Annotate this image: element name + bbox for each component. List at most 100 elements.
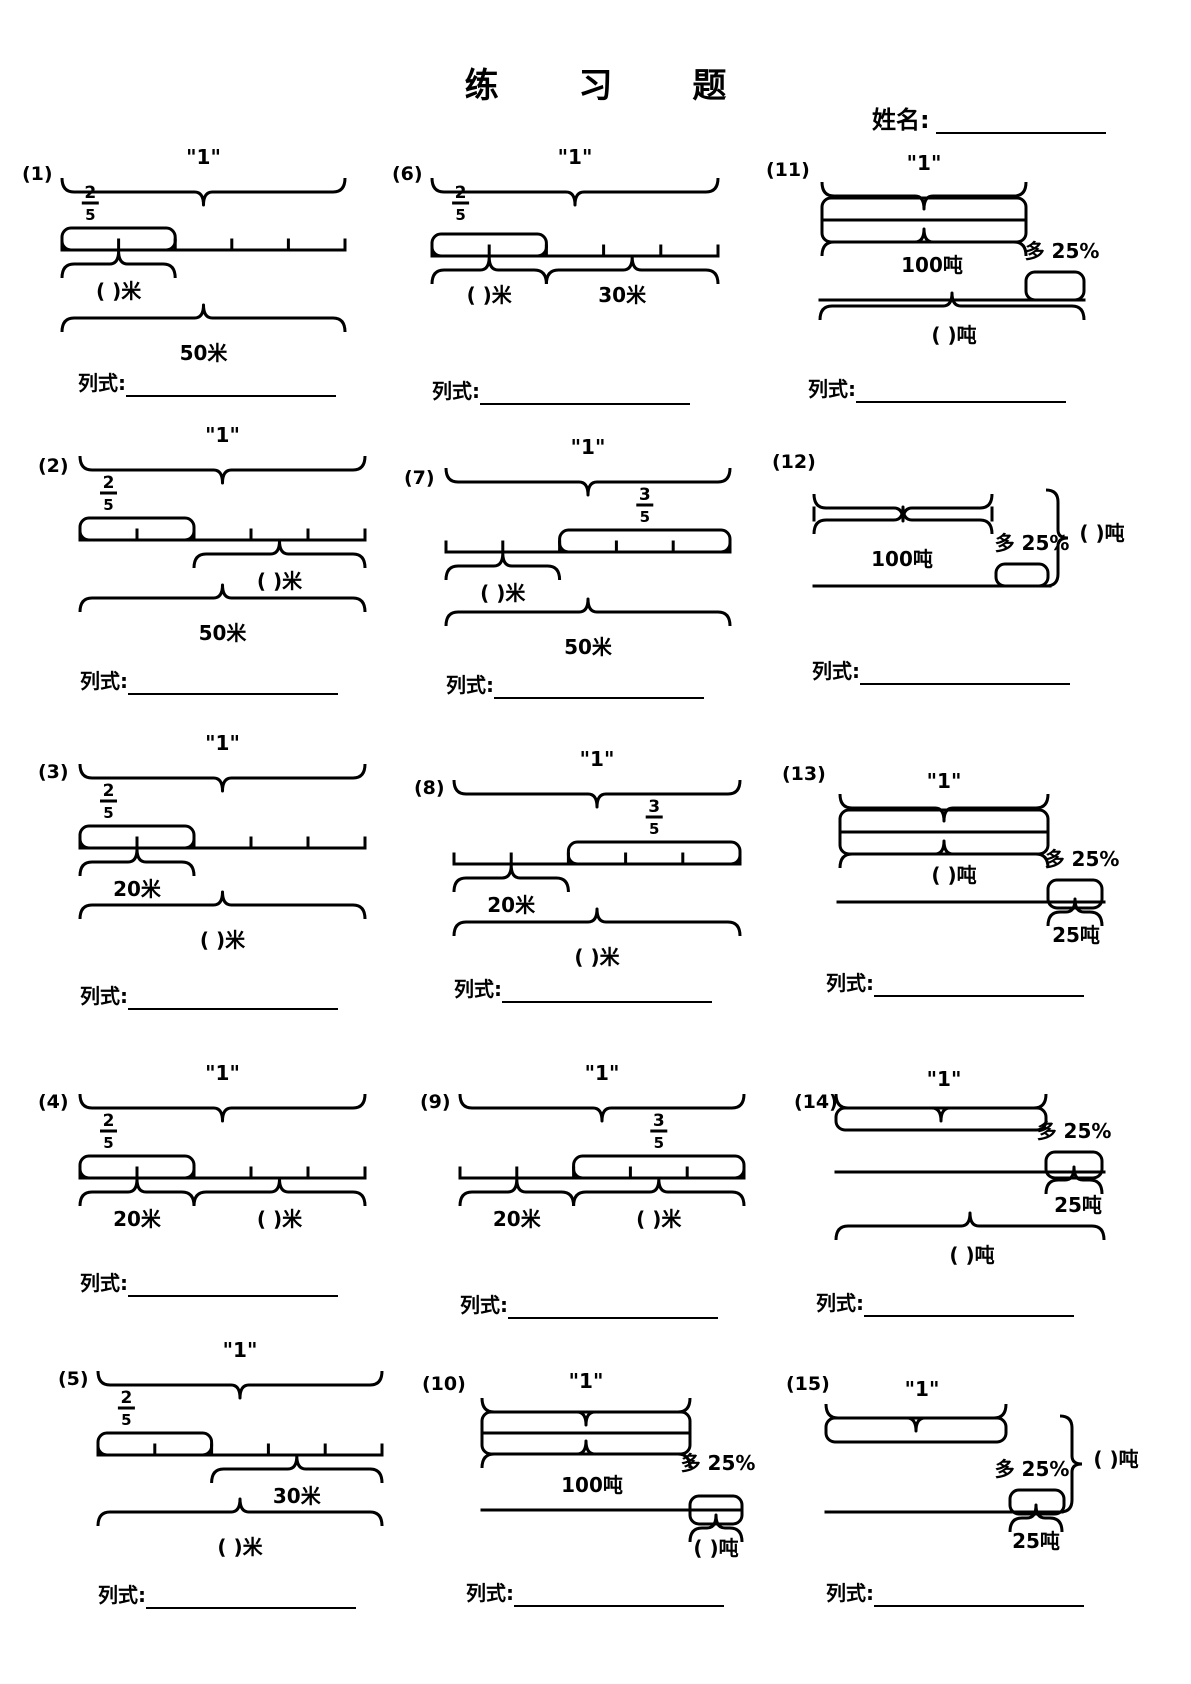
base-brace — [812, 505, 994, 535]
part-label: 20米 — [113, 1207, 162, 1231]
unit-one-label: "1" — [569, 1369, 604, 1393]
part-label: ( )米 — [467, 283, 513, 307]
base-label: 100吨 — [871, 547, 933, 571]
more-segment-box — [994, 562, 1050, 588]
unit-one-label: "1" — [585, 1061, 620, 1085]
fraction-two-fifths-denominator: 5 — [85, 206, 95, 224]
extra-brace — [1046, 897, 1104, 927]
three-fifths-segment-box — [572, 1154, 746, 1180]
whole-brace — [838, 793, 1050, 823]
whole-brace — [452, 779, 742, 809]
name-input-line[interactable] — [936, 132, 1106, 134]
total-vertical-brace — [1059, 1414, 1083, 1514]
problem-number: (6) — [392, 163, 423, 185]
whole-brace — [820, 181, 1028, 211]
formula-label: 列式: — [80, 1271, 128, 1295]
whole-brace — [444, 467, 732, 497]
fraction-two-fifths-denominator: 5 — [121, 1411, 131, 1429]
problem-number: (4) — [38, 1091, 69, 1113]
answer-label: ( )吨 — [1079, 521, 1124, 545]
whole-brace — [78, 763, 367, 793]
fraction-three-fifths-denominator: 5 — [654, 1134, 664, 1152]
problem-number: (8) — [414, 777, 445, 799]
answer-label: ( )吨 — [693, 1536, 738, 1560]
fraction-three-fifths-denominator: 5 — [649, 820, 659, 838]
formula-label: 列式: — [826, 971, 874, 995]
formula-label: 列式: — [812, 659, 860, 683]
fraction-three-fifths-denominator: 5 — [640, 508, 650, 526]
formula-label: 列式: — [80, 984, 128, 1008]
problem-number: (12) — [772, 451, 816, 473]
answer-label: ( )吨 — [1093, 1447, 1138, 1471]
fraction-two-fifths-numerator: 2 — [84, 183, 96, 203]
total-label: ( )米 — [574, 945, 620, 969]
part-label: ( )米 — [96, 279, 142, 303]
total-label: 50米 — [199, 621, 248, 645]
problem-number: (11) — [766, 159, 810, 181]
whole-brace — [78, 1093, 367, 1123]
fraction-two-fifths-numerator: 2 — [103, 781, 115, 801]
fraction-two-fifths-numerator: 2 — [455, 183, 467, 203]
rest-label: ( )米 — [257, 1207, 303, 1231]
problem-number: (13) — [782, 763, 826, 785]
formula-label: 列式: — [466, 1581, 514, 1605]
total-label: ( )米 — [217, 1535, 263, 1559]
extra-label: 25吨 — [1054, 1193, 1102, 1217]
unit-one-label: "1" — [905, 1377, 940, 1401]
part-brace — [78, 1177, 196, 1207]
total-brace — [78, 583, 367, 613]
rest-brace — [572, 1177, 746, 1207]
more-label: 多 25% — [681, 1451, 756, 1475]
part-brace — [78, 847, 196, 877]
more-label: 多 25% — [995, 1457, 1070, 1481]
whole-brace — [96, 1370, 384, 1400]
answer-label: ( )吨 — [949, 1243, 994, 1267]
total-brace — [818, 291, 1086, 321]
unit-one-label: "1" — [205, 423, 240, 447]
unit-one-label: "1" — [927, 1067, 962, 1091]
formula-label: 列式: — [446, 673, 494, 697]
rest-brace — [192, 1177, 367, 1207]
base-label: 100吨 — [561, 1473, 623, 1497]
base-brace-top — [812, 493, 994, 523]
total-brace — [96, 1497, 384, 1527]
extra-brace — [1044, 1165, 1104, 1195]
unit-one-label: "1" — [186, 145, 221, 169]
total-vertical-brace — [1045, 488, 1069, 588]
answer-label: ( )吨 — [931, 323, 976, 347]
part-label: 20米 — [493, 1207, 542, 1231]
more-label: 多 25% — [1025, 239, 1100, 263]
part-brace — [60, 249, 177, 279]
base-brace — [820, 227, 1028, 257]
fraction-two-fifths-denominator: 5 — [455, 206, 465, 224]
fraction-two-fifths-denominator: 5 — [103, 1134, 113, 1152]
problem-number: (5) — [58, 1368, 89, 1390]
total-label: 50米 — [564, 635, 613, 659]
unit-one-label: "1" — [580, 747, 615, 771]
more-segment-box — [1044, 1150, 1104, 1180]
whole-brace — [430, 177, 720, 207]
formula-label: 列式: — [454, 977, 502, 1001]
extra-label: 25吨 — [1012, 1529, 1060, 1553]
total-label: 50米 — [180, 341, 229, 365]
problem-number: (1) — [22, 163, 53, 185]
unit-one-label: "1" — [558, 145, 593, 169]
unit-one-label: "1" — [927, 769, 962, 793]
fraction-two-fifths-numerator: 2 — [103, 1111, 115, 1131]
more-label: 多 25% — [1037, 1119, 1112, 1143]
name-label: 姓名: — [872, 106, 930, 134]
rest-label: ( )米 — [257, 569, 303, 593]
problem-number: (2) — [38, 455, 69, 477]
part-label: ( )米 — [480, 581, 526, 605]
formula-label: 列式: — [432, 379, 480, 403]
part-brace — [458, 1177, 576, 1207]
part-brace — [452, 863, 570, 893]
